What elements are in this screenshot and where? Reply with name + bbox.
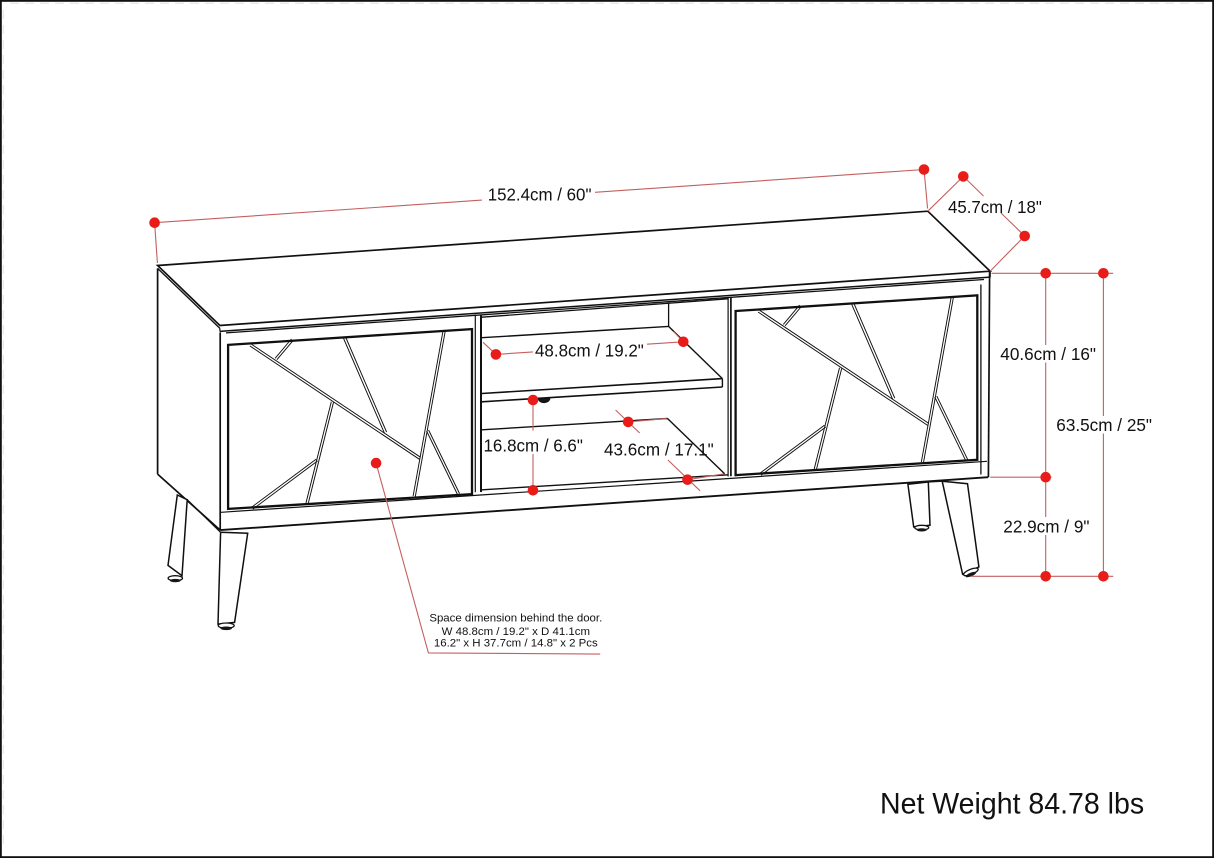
svg-text:W 48.8cm / 19.2" x D 41.1cm: W 48.8cm / 19.2" x D 41.1cm bbox=[442, 626, 590, 638]
svg-text:16.2" x H 37.7cm / 14.8" x 2 P: 16.2" x H 37.7cm / 14.8" x 2 Pcs bbox=[434, 638, 598, 650]
svg-text:22.9cm / 9": 22.9cm / 9" bbox=[1003, 516, 1089, 536]
svg-text:16.8cm / 6.6": 16.8cm / 6.6" bbox=[484, 435, 583, 456]
svg-text:45.7cm / 18": 45.7cm / 18" bbox=[948, 197, 1042, 218]
svg-text:43.6cm / 17.1": 43.6cm / 17.1" bbox=[604, 439, 714, 459]
svg-text:48.8cm / 19.2": 48.8cm / 19.2" bbox=[535, 340, 644, 361]
svg-text:Space dimension behind the doo: Space dimension behind the door. bbox=[429, 613, 602, 625]
svg-text:63.5cm / 25": 63.5cm / 25" bbox=[1056, 415, 1152, 435]
svg-text:152.4cm / 60": 152.4cm / 60" bbox=[488, 184, 592, 205]
svg-text:Net Weight 84.78 lbs: Net Weight 84.78 lbs bbox=[880, 788, 1144, 821]
svg-text:40.6cm / 16": 40.6cm / 16" bbox=[1000, 344, 1096, 364]
